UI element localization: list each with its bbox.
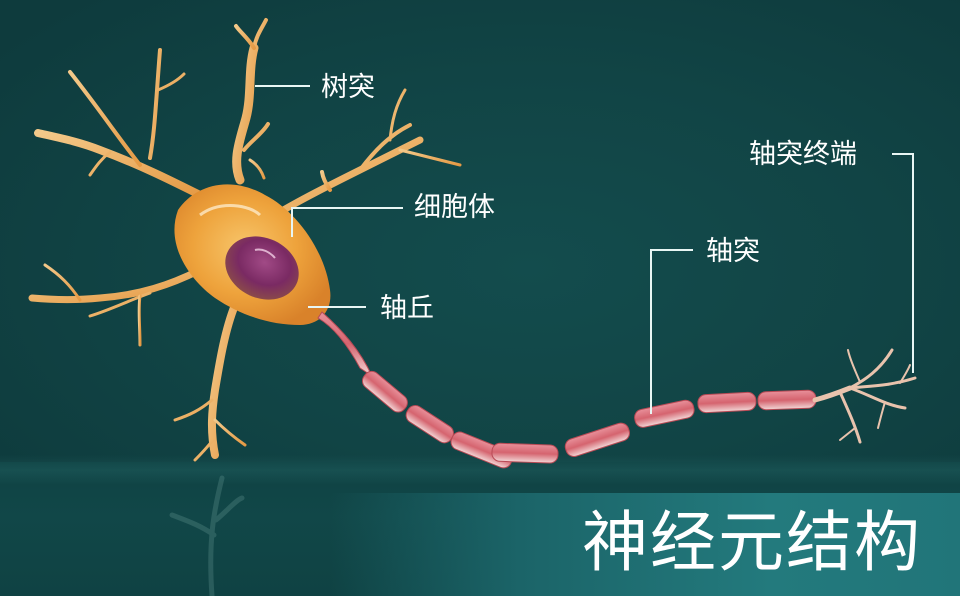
floor-highlight bbox=[0, 455, 960, 485]
diagram-title: 神经元结构 bbox=[582, 504, 922, 581]
leader-line-dendrite bbox=[255, 85, 310, 87]
reflection bbox=[169, 475, 245, 596]
label-axon-terminal: 轴突终端 bbox=[749, 139, 857, 170]
dendrites bbox=[28, 18, 462, 462]
title-band bbox=[330, 493, 960, 596]
nucleus bbox=[225, 236, 299, 300]
leader-line-terminal-h bbox=[892, 153, 914, 155]
leader-line-soma-v bbox=[291, 207, 293, 237]
axon bbox=[317, 311, 817, 469]
leader-line-axon-h bbox=[650, 249, 693, 251]
label-dendrite: 树突 bbox=[321, 72, 375, 103]
leader-line-axon-hillock bbox=[308, 306, 366, 308]
label-axon-hillock: 轴丘 bbox=[380, 293, 434, 324]
axon-terminals bbox=[812, 348, 917, 444]
label-axon: 轴突 bbox=[706, 236, 760, 267]
leader-line-terminal-v bbox=[912, 153, 914, 373]
leader-line-axon-v bbox=[650, 249, 652, 414]
label-soma: 细胞体 bbox=[414, 192, 495, 223]
leader-line-soma-h bbox=[291, 207, 403, 209]
